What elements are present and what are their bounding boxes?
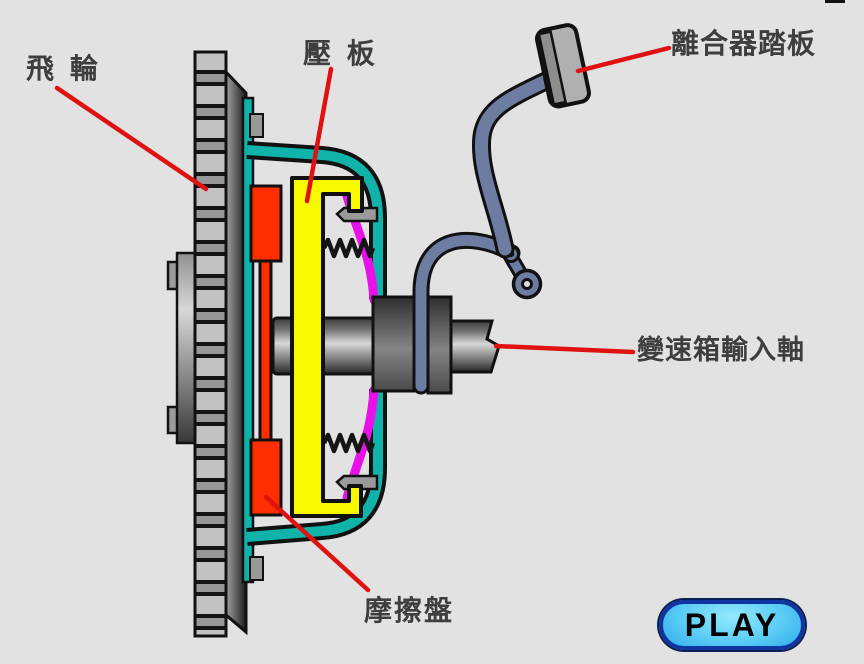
label-clutch-pedal: 離合器踏板 <box>671 28 817 59</box>
annotation-line-pressure-plate <box>304 66 334 204</box>
annotation-line-clutch-pedal <box>575 45 672 74</box>
crankshaft-hub <box>166 251 199 445</box>
clutch-pedal <box>471 23 591 259</box>
release-lever-pin-top <box>335 206 379 223</box>
label-friction-disc: 摩擦盤 <box>364 595 455 626</box>
pressure-plate <box>290 176 364 518</box>
annotation-line-friction-disc <box>263 494 371 593</box>
coil-spring-bottom <box>321 432 376 454</box>
release-bearing <box>371 295 453 395</box>
label-flywheel: 飛 輪 <box>26 53 102 84</box>
release-lever-pin-bottom <box>335 474 379 491</box>
annotation-line-input-shaft <box>493 343 636 355</box>
coil-spring-top <box>321 237 376 259</box>
input-shaft <box>271 316 501 376</box>
label-pressure-plate: 壓 板 <box>303 38 379 69</box>
play-button[interactable]: PLAY <box>659 600 805 650</box>
label-gearbox-input-shaft: 變速箱輸入軸 <box>637 335 805 365</box>
top-right-mark <box>825 0 845 3</box>
annotation-line-flywheel <box>54 85 209 192</box>
friction-disc <box>249 184 283 517</box>
flywheel <box>193 50 248 638</box>
